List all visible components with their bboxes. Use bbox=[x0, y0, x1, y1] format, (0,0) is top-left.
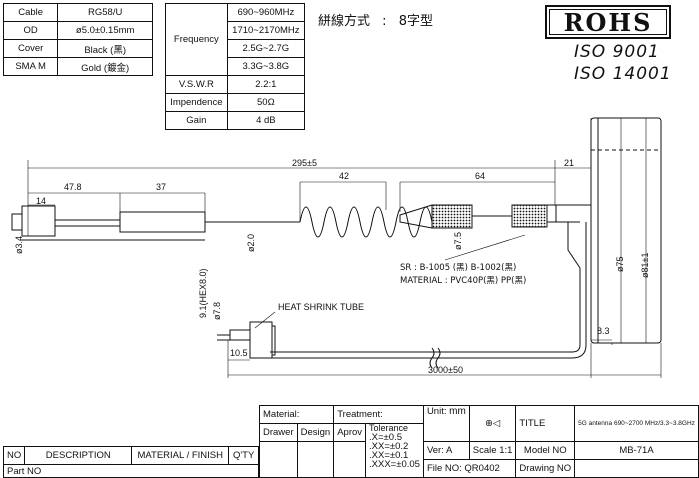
tb-aprov: Aprov bbox=[333, 423, 367, 442]
rohs-text: ROHS bbox=[563, 7, 653, 37]
dim-47-8: 47.8 bbox=[64, 182, 82, 192]
tb-tol: .XX=±0.1 bbox=[369, 450, 409, 461]
tb-title: TITLE bbox=[515, 405, 576, 442]
dim-phi81: ø81±1 bbox=[640, 252, 650, 278]
rohs-logo: ROHS bbox=[545, 5, 671, 39]
dim-3000: 3000±50 bbox=[428, 365, 463, 375]
note-sr: SR : B-1005 (黑) B-1002(黑) bbox=[400, 263, 517, 273]
bom-part-no: Part NO bbox=[3, 464, 259, 478]
spec-label: SMA M bbox=[2, 57, 59, 76]
dim-14: 14 bbox=[36, 196, 47, 206]
tb-treatment: Treatment: bbox=[333, 405, 424, 424]
tb-drawing: Drawing NO bbox=[515, 459, 576, 478]
tb-unit-value: mm bbox=[449, 406, 466, 417]
iso-14001: ISO 14001 bbox=[574, 64, 672, 84]
tb-file-label: File NO: bbox=[426, 463, 462, 474]
dim-phi3-4: ø3.4 bbox=[14, 235, 24, 254]
note-material: MATERIAL : PVC40P(黑) PP(黑) bbox=[400, 276, 527, 286]
tb-material: Material: bbox=[258, 405, 335, 424]
antenna-base bbox=[590, 117, 662, 344]
tb-unit-label: Unit: bbox=[426, 406, 447, 417]
tb-tolerance: Tolerance .X=±0.5 .XX=±0.2 .XX=±0.1 .XXX… bbox=[365, 423, 424, 478]
dim-9-1-hex: 9.1(HEX8.0) bbox=[198, 268, 208, 318]
tb-model-value: MB-71A bbox=[574, 441, 699, 460]
dim-8-3: 8.3 bbox=[597, 326, 610, 336]
tb-tol: .X=±0.5 bbox=[369, 432, 402, 443]
winding-method: 絣線方式 : 8字型 bbox=[318, 10, 433, 29]
bom-material-finish: MATERIAL / FINISH bbox=[131, 446, 230, 465]
tb-drawer: Drawer bbox=[259, 423, 298, 442]
bom-table: NO DESCRIPTION MATERIAL / FINISH Q'TY Pa… bbox=[2, 446, 259, 478]
bom-no: NO bbox=[2, 446, 26, 465]
tb-file-value: QR0402 bbox=[464, 463, 500, 474]
spec-value: 4 dB bbox=[226, 111, 306, 130]
tb-ver-value: A bbox=[445, 445, 453, 456]
frequency-label: Frequency bbox=[165, 3, 228, 76]
projection-icon: ⊕◁ bbox=[468, 405, 517, 442]
tb-tol: .XX=±0.2 bbox=[369, 441, 409, 452]
winding-label: 絣線方式 bbox=[318, 14, 371, 29]
winding-value: 8字型 bbox=[398, 14, 433, 29]
tb-title-value: 5G antenna 690~2700 MHz/3.3~3.8GHz bbox=[574, 405, 699, 442]
antenna-drawing bbox=[11, 117, 662, 378]
tb-model: Model NO bbox=[515, 441, 576, 460]
dim-42: 42 bbox=[339, 171, 350, 181]
tb-tol: .XXX=±0.05 bbox=[369, 459, 420, 470]
dim-64: 64 bbox=[475, 171, 486, 181]
tb-unit: Unit: mm bbox=[422, 405, 470, 442]
dim-phi2-0: ø2.0 bbox=[246, 233, 256, 252]
dim-phi75: ø75 bbox=[615, 256, 625, 272]
dim-phi7-5: ø7.5 bbox=[453, 231, 463, 250]
tb-scale: Scale 1:1 bbox=[468, 441, 517, 460]
note-heat-shrink: HEAT SHRINK TUBE bbox=[278, 302, 365, 312]
dim-37: 37 bbox=[156, 182, 167, 192]
dim-21: 21 bbox=[564, 158, 575, 168]
tb-design: Design bbox=[296, 423, 335, 442]
dim-10-5: 10.5 bbox=[230, 348, 248, 358]
dim-phi7-8: ø7.8 bbox=[212, 301, 222, 320]
tb-ver-label: Ver: bbox=[426, 445, 444, 456]
spec-label: Gain bbox=[165, 111, 228, 130]
tb-tolerance-label: Tolerance bbox=[369, 423, 409, 433]
winding-colon: : bbox=[382, 14, 387, 29]
dim-295: 295±5 bbox=[292, 158, 317, 168]
iso-9001: ISO 9001 bbox=[574, 42, 660, 62]
title-block: Material: Treatment: Unit: mm ⊕◁ TITLE 5… bbox=[258, 405, 699, 478]
bom-qty: Q'TY bbox=[228, 446, 259, 465]
spec-value: Gold (鍍金) bbox=[57, 57, 153, 76]
bom-description: DESCRIPTION bbox=[24, 446, 133, 465]
